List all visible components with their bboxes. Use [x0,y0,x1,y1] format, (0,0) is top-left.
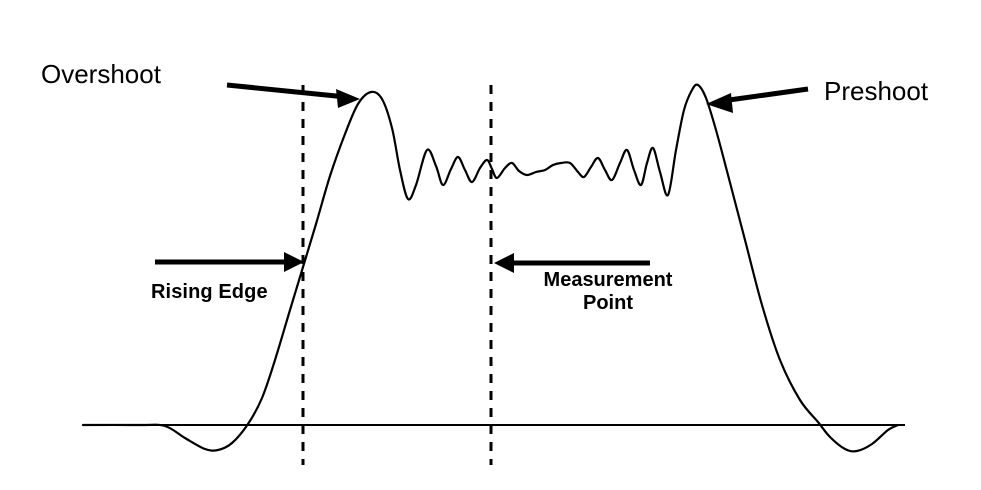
measurement-point-label: Measurement Point [543,269,673,314]
rising-edge-arrow [155,252,304,272]
rising-edge-label: Rising Edge [151,281,268,303]
preshoot-arrow [706,86,809,113]
overshoot-arrow [226,82,360,108]
rising-edge-arrow-head [284,252,304,272]
measurement-point-arrow [494,253,650,273]
waveform-trace [81,83,900,453]
preshoot-arrow-shaft [721,86,809,104]
preshoot-arrow-head [706,93,733,113]
overshoot-arrow-shaft [226,82,347,100]
preshoot-label: Preshoot [824,76,929,106]
overshoot-arrow-head [336,89,360,108]
measurement-point-arrow-head [494,253,514,273]
overshoot-label: Overshoot [41,59,161,89]
